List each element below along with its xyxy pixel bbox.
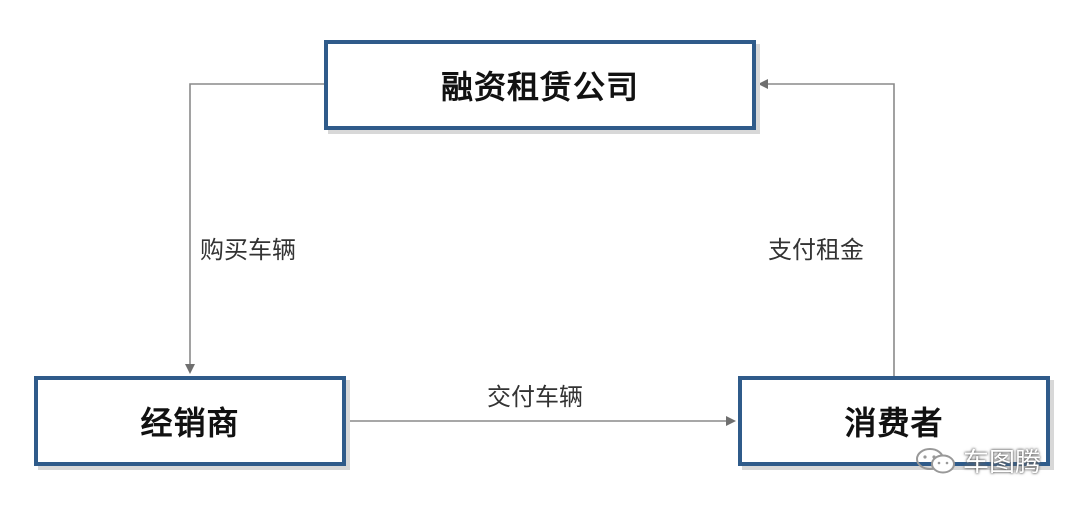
arrow-pay-rent <box>758 79 895 376</box>
node-leasing-company: 融资租赁公司 <box>324 40 756 130</box>
node-consumer: 消费者 <box>738 376 1050 466</box>
edge-label-pay-rent: 支付租金 <box>768 236 864 264</box>
node-dealer: 经销商 <box>34 376 346 466</box>
watermark: 车图腾 <box>915 442 1041 479</box>
arrow-buy-vehicle <box>185 83 324 374</box>
edge-label-buy-vehicle: 购买车辆 <box>200 236 296 264</box>
wechat-icon <box>916 447 955 473</box>
watermark-text: 车图腾 <box>963 448 1042 478</box>
edge-label-deliver-vehicle: 交付车辆 <box>487 383 583 411</box>
